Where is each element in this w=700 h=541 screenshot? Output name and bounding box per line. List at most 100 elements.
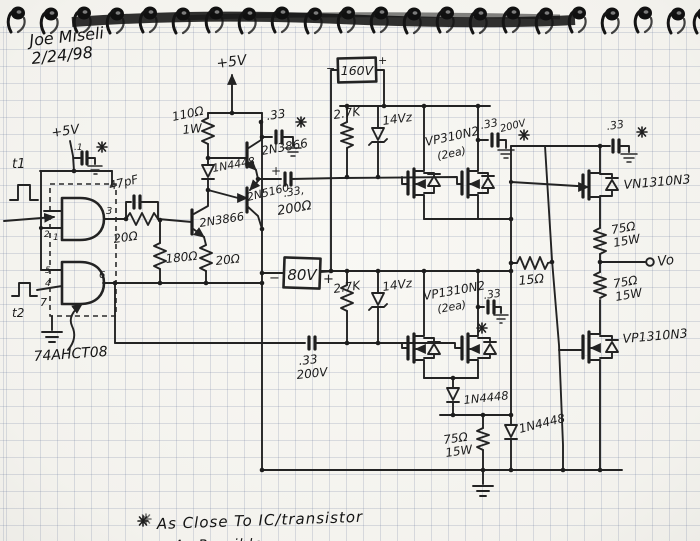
- resistor-2700-upper: 2.7K: [332, 104, 362, 178]
- footnote-line2: As Possible: [173, 536, 263, 541]
- resistor-75ohm-bottom: 75Ω 15W: [442, 414, 490, 471]
- resistor-110ohm-label: 110Ω: [171, 103, 206, 124]
- output-terminal: Vo: [599, 252, 675, 270]
- bypass-cap-value: .1: [74, 143, 83, 153]
- plus5v-mid: +5V: [207, 52, 263, 114]
- zener-14v-upper: 14Vz: [368, 105, 414, 178]
- supply-80v: 80V − +: [261, 256, 335, 290]
- supply-160v-label: 160V: [341, 63, 375, 78]
- asterisk-cap-topright: [636, 126, 648, 138]
- input-t2: t2: [11, 282, 63, 320]
- asterisk-cap-top: [295, 116, 307, 128]
- resistor-75ohm-mid: 75Ω 15W: [593, 261, 644, 335]
- resistor-15ohm: 15Ω: [510, 256, 553, 288]
- upper-gate-stub: [401, 176, 409, 185]
- ic-dashed-box: [49, 183, 117, 317]
- supply-80v-label: 80V: [287, 266, 318, 284]
- diode-1n4448-mid-label: 1N4448: [463, 388, 509, 407]
- ic-callout-arrow: [67, 303, 83, 351]
- cap-33-top-label: .33: [265, 106, 286, 123]
- cap-33-topright: .33: [606, 118, 648, 163]
- zener-14v-upper-label: 14Vz: [381, 110, 413, 128]
- cap-33-lowerpair: .33: [476, 287, 509, 334]
- resistor-75ohm-mid-watts: 15W: [614, 285, 644, 304]
- pin-7: 7: [40, 296, 47, 309]
- zener-14v-lower-label: 14Vz: [381, 276, 413, 294]
- footnote: As Close To IC/transistor As Possible: [137, 508, 363, 541]
- zener-14v-lower: 14Vz: [368, 270, 414, 344]
- coupling-cap-plus: +: [271, 164, 281, 178]
- plus5v-left: +5V .1: [50, 122, 108, 175]
- resistor-2700-upper-label: 2.7K: [332, 104, 362, 122]
- spiral-binding: [6, 5, 700, 35]
- speedup-network: 47pF 20Ω: [107, 172, 193, 246]
- resistor-20ohm-emitter-label: 20Ω: [215, 251, 242, 268]
- supply-160v-return-wire: [330, 69, 339, 271]
- supply-160v: 160V − +: [326, 54, 387, 271]
- cap-33-topright-value: .33: [606, 118, 625, 133]
- coupling-cap: + .33, 200Ω: [257, 164, 341, 219]
- diode-1n4448-bottom: 1N4448: [504, 411, 567, 471]
- resistor-2700-lower-label: 2.7K: [332, 278, 362, 296]
- ic-callout: 74AHCT08: [33, 303, 108, 365]
- ic-ground-pin: 7: [40, 296, 63, 343]
- resistor-75ohm-top: 75Ω 15W: [593, 219, 642, 263]
- mosfet-vp1310n2-right: [460, 270, 497, 379]
- pin-4: 4: [45, 279, 51, 289]
- resistor-180ohm-label: 180Ω: [165, 249, 199, 266]
- gate-bus-slant: [544, 145, 564, 471]
- transistor-2n3866-lower-label: 2N3866: [198, 209, 245, 230]
- pin-5: 5: [45, 266, 51, 276]
- t2-label: t2: [12, 306, 24, 320]
- plus5v-left-label: +5V: [50, 122, 81, 141]
- t1-pulse-waveform: [9, 184, 39, 201]
- cap-33-200v-upper-value: .33: [479, 116, 498, 132]
- resistor-2700-lower: 2.7K: [332, 270, 362, 344]
- supply-160v-minus: −: [326, 62, 335, 75]
- mosfet-vn1310n3: VN1310N3: [578, 145, 691, 226]
- vout-label: Vo: [656, 252, 675, 270]
- supply-80v-plus: +: [323, 272, 334, 287]
- resistor-110ohm: 110Ω 1W: [171, 103, 215, 159]
- junction-dots: [38, 103, 603, 473]
- coupling-cap-value: .33,: [282, 184, 305, 200]
- resistor-180ohm: 180Ω: [153, 219, 199, 284]
- cap-33-lowerpair-value: .33: [483, 287, 502, 302]
- mosfet-vp310n2-left: [406, 105, 441, 220]
- mosfet-vp1310n2-left: [406, 270, 441, 379]
- cap-33-200v-lower: .33 200V: [114, 335, 403, 382]
- and-gate-1: 2 1 3: [40, 196, 127, 243]
- asterisk-cap-upper-right: [518, 129, 530, 141]
- resistor-15ohm-label: 15Ω: [518, 270, 545, 288]
- lower-gate-stub: [401, 342, 409, 349]
- t2-pulse-waveform: [11, 282, 38, 297]
- resistor-20ohm-base-label: 20Ω: [112, 229, 139, 246]
- mosfet-vp1310n2-qty: (2ea): [436, 298, 467, 316]
- mosfet-vp1310n3: VP1310N3: [558, 325, 688, 471]
- mosfet-vp310n2-right: [460, 105, 495, 220]
- input-t1: t1: [3, 157, 56, 223]
- cap-33-200v-lower-rating: 200V: [296, 365, 329, 382]
- upper-gate-rail: [339, 176, 463, 185]
- pin-6: 6: [99, 270, 105, 281]
- resistor-75ohm-top-label: 75Ω: [610, 219, 637, 237]
- asterisk-bypass: [96, 141, 108, 153]
- t1-label: t1: [12, 157, 25, 172]
- mosfet-vp310n2-qty: (2ea): [436, 144, 467, 163]
- plus5v-mid-label: +5V: [216, 52, 249, 72]
- resistor-20ohm-emitter: 20Ω: [199, 244, 242, 284]
- diode-1n4448-bottom-label: 1N4448: [517, 411, 566, 436]
- diode-1n4448-mid: 1N4448: [446, 387, 509, 416]
- resistor-75ohm-top-watts: 15W: [612, 231, 642, 250]
- coupling-cap-rating: 200Ω: [276, 198, 313, 219]
- mosfet-vn1310n3-label: VN1310N3: [623, 171, 691, 192]
- resistor-75ohm-mid-label: 75Ω: [612, 273, 639, 291]
- mosfet-vp1310n3-label: VP1310N3: [622, 325, 688, 346]
- pin-1: 1: [53, 233, 59, 243]
- t1-wire: [3, 212, 56, 223]
- cap-33-top: .33: [261, 106, 307, 157]
- resistor-75ohm-bottom-label: 75Ω: [442, 430, 469, 447]
- pin-2: 2: [44, 230, 50, 240]
